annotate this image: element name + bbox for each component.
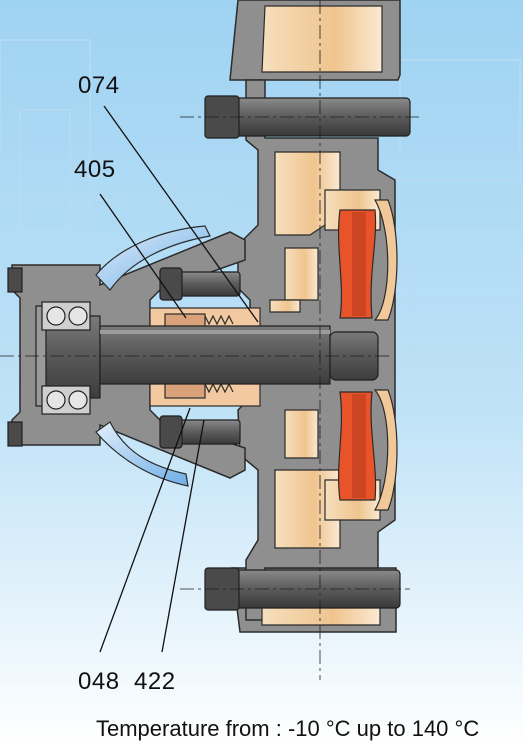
leader-422 [161,419,205,653]
callout-422: 422 [134,668,176,695]
temperature-caption: Temperature from : -10 °C up to 140 °C [96,716,480,741]
bracket-window-bottom [95,421,189,487]
callout-048: 048 [78,668,120,695]
leader-405 [99,193,187,319]
bearings [41,301,91,415]
callout-074: 074 [78,72,120,99]
callout-405: 405 [74,156,116,183]
bracket-window-top [95,225,211,291]
leader-074 [103,105,259,323]
leader-lines [99,105,259,653]
impeller [337,199,398,511]
leader-048 [99,407,191,653]
centre-lines [0,0,420,680]
